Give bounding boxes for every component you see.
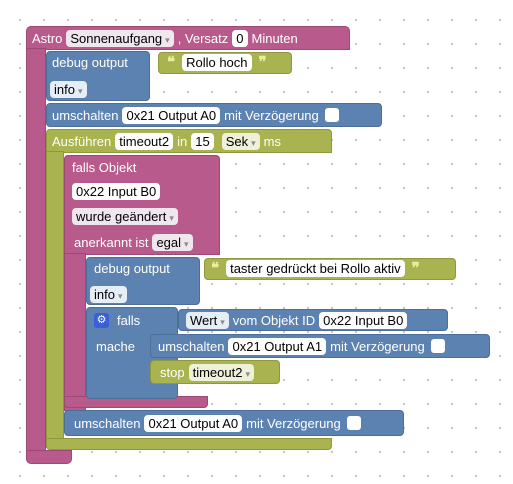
chevron-down-icon: ▾ bbox=[251, 137, 256, 148]
value-object-input[interactable]: 0x22 Input B0 bbox=[319, 311, 408, 329]
quote-close-icon: ❞ bbox=[411, 260, 420, 277]
if-header-row: ⚙ falls bbox=[94, 310, 140, 330]
quote-close-icon: ❞ bbox=[258, 54, 267, 71]
chevron-down-icon: ▾ bbox=[117, 290, 123, 301]
switch-3-suffix: mit Verzögerung bbox=[246, 415, 341, 431]
if-label: falls bbox=[117, 312, 141, 328]
debug-2-row: debug output bbox=[94, 258, 170, 278]
debug-2-string-row: ❝ taster gedrückt bei Rollo aktiv ❞ bbox=[208, 258, 423, 278]
astro-block-spine bbox=[26, 48, 46, 460]
astro-label: Astro bbox=[32, 30, 63, 46]
switch-1-label: umschalten bbox=[52, 107, 119, 123]
debug-1-string-row: ❝ Rollo hoch ❞ bbox=[164, 52, 270, 72]
astro-offset-input[interactable]: 0 bbox=[232, 29, 248, 47]
debug-2-level-row: info▾ bbox=[86, 284, 131, 304]
astro-event-dropdown[interactable]: Sonnenaufgang▾ bbox=[66, 29, 174, 47]
switch-2-target[interactable]: 0x21 Output A1 bbox=[228, 337, 327, 355]
chevron-down-icon: ▾ bbox=[165, 34, 170, 45]
timeout-ms-label: ms bbox=[263, 133, 282, 149]
switch-3-row: umschalten 0x21 Output A0 mit Verzögerun… bbox=[74, 413, 361, 433]
timeout-in-label: in bbox=[177, 133, 188, 149]
switch-1-suffix: mit Verzögerung bbox=[224, 107, 319, 123]
timeout-block-spine bbox=[46, 151, 64, 448]
falls-objekt-ack-label: anerkannt ist bbox=[74, 234, 149, 250]
value-row: Wert▾ vom Objekt ID 0x22 Input B0 bbox=[182, 310, 411, 330]
chevron-down-icon: ▾ bbox=[169, 212, 174, 223]
timeout-value-input[interactable]: 15 bbox=[191, 132, 214, 150]
value-from-label: vom Objekt ID bbox=[232, 312, 316, 328]
debug-2-text-input[interactable]: taster gedrückt bei Rollo aktiv bbox=[226, 259, 405, 277]
falls-objekt-object-input[interactable]: 0x22 Input B0 bbox=[72, 182, 161, 200]
if-do-row: mache bbox=[96, 336, 135, 356]
switch-1-row: umschalten 0x21 Output A0 mit Verzögerun… bbox=[52, 105, 339, 125]
astro-block-bottom bbox=[26, 450, 72, 464]
stop-label: stop bbox=[160, 364, 185, 380]
falls-objekt-object-row: 0x22 Input B0 bbox=[68, 181, 164, 201]
debug-1-level-dropdown[interactable]: info▾ bbox=[50, 80, 87, 98]
switch-3-delay-checkbox[interactable] bbox=[346, 416, 361, 430]
switch-2-delay-checkbox[interactable] bbox=[430, 339, 445, 353]
falls-objekt-label: falls Objekt bbox=[72, 159, 137, 175]
debug-2-label: debug output bbox=[94, 260, 170, 276]
timeout-block[interactable] bbox=[46, 129, 332, 153]
switch-2-suffix: mit Verzögerung bbox=[330, 338, 425, 354]
debug-2-level-dropdown[interactable]: info▾ bbox=[90, 285, 127, 303]
switch-3-label: umschalten bbox=[74, 415, 141, 431]
stop-timeout-dropdown[interactable]: timeout2▾ bbox=[188, 363, 254, 381]
switch-2-label: umschalten bbox=[158, 338, 225, 354]
chevron-down-icon: ▾ bbox=[184, 238, 189, 249]
switch-2-row: umschalten 0x21 Output A1 mit Verzögerun… bbox=[158, 336, 445, 356]
stop-row: stop timeout2▾ bbox=[160, 362, 258, 382]
debug-1-level-row: info▾ bbox=[46, 79, 91, 99]
chevron-down-icon: ▾ bbox=[220, 316, 225, 327]
falls-objekt-ack-row: anerkannt ist egal▾ bbox=[74, 232, 197, 252]
debug-1-label: debug output bbox=[52, 54, 128, 70]
falls-objekt-ack-dropdown[interactable]: egal▾ bbox=[152, 233, 193, 251]
value-dropdown[interactable]: Wert▾ bbox=[186, 311, 229, 329]
switch-1-target[interactable]: 0x21 Output A0 bbox=[122, 106, 221, 124]
debug-1-row: debug output bbox=[52, 52, 128, 72]
switch-1-delay-checkbox[interactable] bbox=[324, 108, 339, 122]
debug-1-text-input[interactable]: Rollo hoch bbox=[182, 53, 252, 71]
quote-open-icon: ❝ bbox=[167, 54, 176, 71]
chevron-down-icon: ▾ bbox=[245, 368, 250, 379]
switch-3-target[interactable]: 0x21 Output A0 bbox=[144, 414, 243, 432]
falls-objekt-condition-row: wurde geändert▾ bbox=[68, 206, 182, 226]
astro-header-row: Astro Sonnenaufgang▾ , Versatz 0 Minuten bbox=[32, 28, 298, 48]
falls-objekt-condition-dropdown[interactable]: wurde geändert▾ bbox=[72, 207, 178, 225]
falls-objekt-block[interactable] bbox=[64, 155, 220, 255]
timeout-row: Ausführen timeout2 in 15 Sek▾ ms bbox=[52, 131, 281, 151]
if-do-label: mache bbox=[96, 338, 136, 354]
falls-objekt-title-row: falls Objekt bbox=[72, 157, 136, 177]
timeout-block-bottom bbox=[46, 438, 332, 450]
timeout-name-input[interactable]: timeout2 bbox=[115, 132, 174, 150]
quote-open-icon: ❝ bbox=[211, 260, 220, 277]
astro-offset-label: , Versatz bbox=[177, 30, 229, 46]
chevron-down-icon: ▾ bbox=[77, 85, 83, 96]
timeout-unit-dropdown[interactable]: Sek▾ bbox=[221, 132, 260, 150]
gear-icon[interactable]: ⚙ bbox=[94, 312, 109, 328]
timeout-label: Ausführen bbox=[52, 133, 112, 149]
falls-objekt-spine bbox=[64, 253, 86, 411]
astro-unit-label: Minuten bbox=[251, 30, 298, 46]
